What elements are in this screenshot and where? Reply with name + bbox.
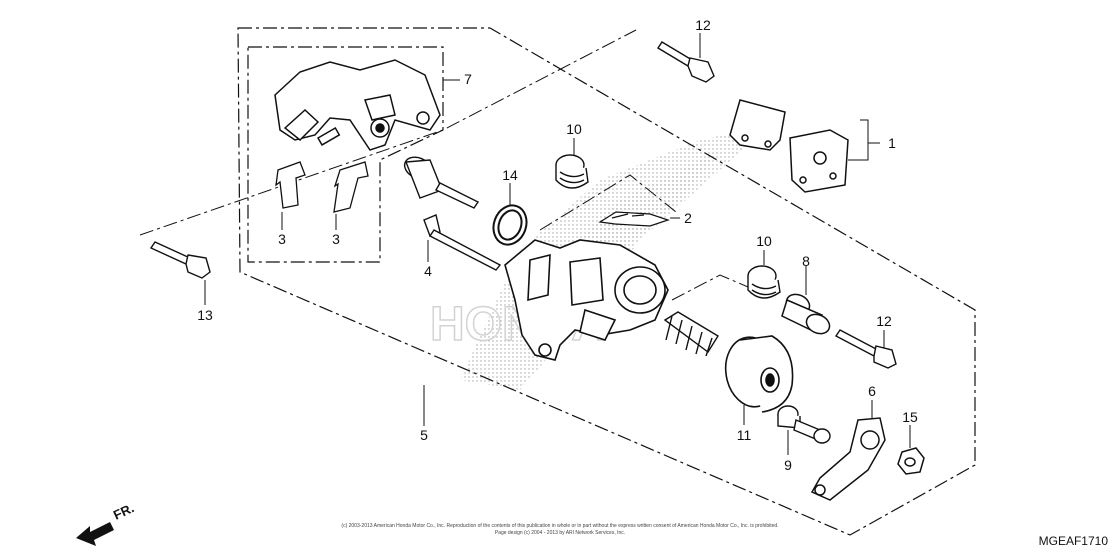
bolt-left xyxy=(149,241,211,279)
callout-8: 8 xyxy=(802,253,810,269)
callout-5: 5 xyxy=(420,427,428,443)
bolt-9 xyxy=(777,405,831,444)
pin-bolt xyxy=(423,214,502,271)
callout-14: 14 xyxy=(502,167,518,183)
callout-2: 2 xyxy=(684,210,692,226)
dust-boot-top xyxy=(555,154,589,189)
guide-lines xyxy=(139,29,756,301)
brake-pads xyxy=(729,99,849,193)
slide-pin-boot xyxy=(403,156,480,209)
leader-lines xyxy=(204,33,911,455)
callout-7: 6 xyxy=(868,383,876,399)
callout-10-mid: 10 xyxy=(756,233,772,249)
copyright-line-2: Page design (c) 2004 - 2013 by ARI Netwo… xyxy=(495,530,625,536)
bolt-13 xyxy=(834,329,897,369)
piston-seal xyxy=(492,204,528,246)
callout-11: 11 xyxy=(737,427,752,443)
callout-3-right: 3 xyxy=(332,231,340,247)
callout-12-left: 13 xyxy=(197,307,213,323)
front-direction-arrow: FR. xyxy=(76,500,136,546)
callout-9: 9 xyxy=(784,457,792,473)
callout-3-left: 3 xyxy=(278,231,286,247)
caliper-bracket xyxy=(274,59,441,151)
callout-4: 4 xyxy=(424,263,432,279)
pad-shim xyxy=(598,211,670,227)
dust-boot-mid xyxy=(747,265,781,299)
caliper-piston xyxy=(724,335,794,413)
copyright-line-1: (c) 2003-2013 American Honda Motor Co., … xyxy=(341,523,778,529)
pad-spring-right xyxy=(333,161,369,213)
pin-sleeve xyxy=(781,293,831,335)
lock-nut xyxy=(897,447,925,475)
caliper-spring xyxy=(663,311,719,357)
caliper-body xyxy=(504,239,669,361)
pad-spring-left xyxy=(275,161,306,209)
front-label: FR. xyxy=(111,500,136,522)
callout-13: 12 xyxy=(876,313,892,329)
bracket-subassembly-frame xyxy=(247,46,444,263)
bolt-top xyxy=(657,41,715,83)
callout-6: 7 xyxy=(464,71,472,87)
callout-1: 1 xyxy=(888,135,896,151)
callout-15: 15 xyxy=(902,409,918,425)
diagram-code: MGEAF1710 xyxy=(1039,534,1109,548)
callout-12-top: 12 xyxy=(695,17,711,33)
caliper-assembly-frame xyxy=(237,27,976,536)
parking-lever xyxy=(810,417,886,501)
callout-10-top: 10 xyxy=(566,121,582,137)
